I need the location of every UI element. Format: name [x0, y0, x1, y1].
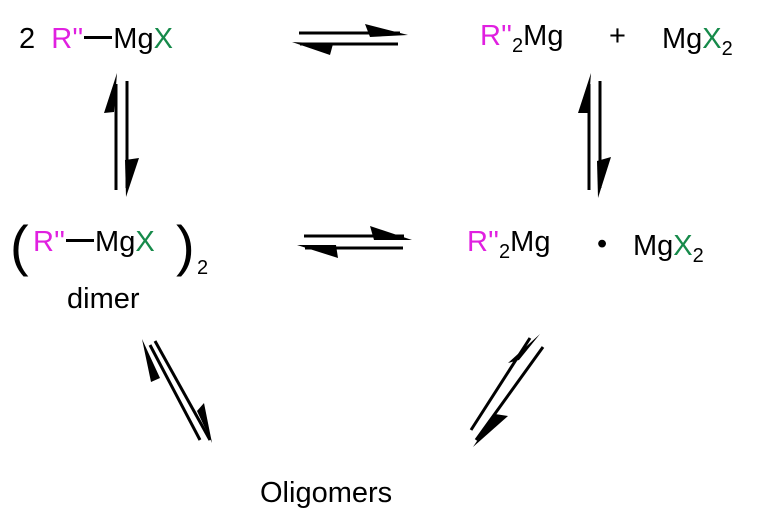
dialkylmagnesium-metal: Mg	[523, 20, 564, 52]
monomer-species: 2 R'' MgX	[19, 25, 173, 54]
dimer-metal: Mg	[95, 226, 136, 258]
oligomers-label: Oligomers	[260, 477, 393, 509]
magnesium-halide-subscript: 2	[721, 38, 733, 60]
magnesium-halide-metal: Mg	[662, 23, 703, 55]
adduct-salt-halogen: X	[673, 230, 693, 262]
equilibrium-arrow-top	[292, 24, 408, 55]
monomer-bond	[84, 36, 113, 39]
adduct-metal: Mg	[510, 226, 551, 258]
monomer-metal: Mg	[113, 23, 154, 55]
dialkylmagnesium-subscript: 2	[512, 35, 524, 57]
schlenk-products: R''2Mg	[480, 20, 564, 57]
monomer-coefficient: 2	[19, 23, 36, 55]
adduct-magnesium-halide: MgX2	[633, 230, 704, 267]
equilibrium-arrow-left	[104, 73, 139, 197]
adduct-dialkylmagnesium: R''2Mg	[467, 226, 551, 263]
dimer-label: dimer	[67, 283, 140, 315]
adduct-salt-metal: Mg	[633, 230, 674, 262]
equilibrium-arrow-lower-left	[142, 339, 212, 443]
dialkylmagnesium-r-group: R''	[480, 20, 513, 52]
adduct-r-subscript: 2	[499, 241, 511, 263]
monomer-r-group: R''	[51, 23, 84, 55]
adduct-r-group: R''	[467, 226, 500, 258]
monomer-halogen: X	[153, 23, 173, 55]
equilibrium-arrow-right	[578, 73, 611, 198]
dimer-left-paren: (	[10, 214, 29, 277]
dimer-species: R'' MgX	[33, 228, 155, 257]
equilibrium-arrow-middle	[297, 226, 412, 258]
dimer-r-group: R''	[33, 226, 66, 258]
dimer-bond	[66, 239, 95, 242]
magnesium-halide: MgX2	[662, 23, 733, 60]
plus-sign: +	[609, 20, 626, 52]
dimer-right-paren: )	[176, 214, 195, 277]
dimer-halogen: X	[135, 226, 155, 258]
adduct-dot: •	[597, 228, 608, 260]
adduct-salt-subscript: 2	[692, 245, 704, 267]
dimer-subscript: 2	[197, 257, 209, 279]
magnesium-halide-halogen: X	[702, 23, 722, 55]
equilibrium-arrow-lower-right	[469, 334, 545, 447]
